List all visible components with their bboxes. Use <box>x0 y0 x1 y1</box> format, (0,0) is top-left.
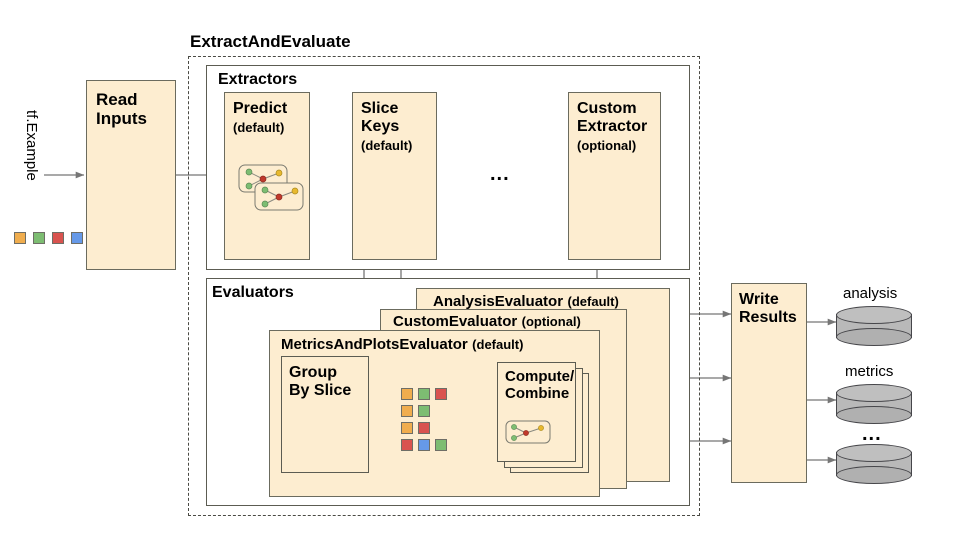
legend-swatches <box>14 232 84 248</box>
slice-swatch <box>435 439 447 451</box>
group-label-extract-and-evaluate: ExtractAndEvaluate <box>190 32 351 51</box>
db-metrics <box>836 384 912 424</box>
extractor-ellipsis: ... <box>490 163 510 185</box>
node-write-results[interactable]: Write Results <box>731 283 807 483</box>
compute-graph-icon <box>505 420 551 444</box>
group-extract-and-evaluate <box>188 56 700 516</box>
node-compute-combine[interactable]: Compute/ Combine <box>497 362 576 462</box>
node-slice-keys[interactable]: Slice Keys (default) <box>352 92 437 260</box>
metrics-evaluator-title: MetricsAndPlotsEvaluator <box>281 336 468 353</box>
slice-swatch <box>401 422 413 434</box>
group-by-slice-line2: By Slice <box>289 381 352 399</box>
db-analysis <box>836 306 912 346</box>
analysis-evaluator-title: AnalysisEvaluator <box>433 293 564 310</box>
slice-keys-line2: Keys <box>361 117 400 135</box>
custom-evaluator-title: CustomEvaluator <box>393 313 518 330</box>
slice-swatch <box>418 439 430 451</box>
output-label-analysis: analysis <box>843 285 898 302</box>
predict-title: Predict <box>233 100 288 117</box>
custom-extractor-line2: Extractor <box>577 117 648 135</box>
legend-swatch-orange <box>14 232 26 244</box>
group-label-evaluators: Evaluators <box>212 284 294 301</box>
node-metrics-and-plots-evaluator[interactable]: MetricsAndPlotsEvaluator (default) Group… <box>269 330 600 497</box>
slice-keys-line1: Slice <box>361 100 399 117</box>
input-label: tf.Example <box>23 110 40 181</box>
group-by-slice-line1: Group <box>289 364 337 381</box>
legend-swatch-blue <box>71 232 83 244</box>
slice-swatch <box>435 388 447 400</box>
custom-extractor-qualifier: (optional) <box>577 138 637 153</box>
slice-keys-qualifier: (default) <box>361 138 413 153</box>
slice-swatch <box>401 388 413 400</box>
compute-combine-line2: Combine <box>505 384 570 402</box>
read-inputs-line1: Read <box>96 90 138 109</box>
slice-swatch <box>418 405 430 417</box>
output-label-metrics: metrics <box>845 363 894 380</box>
write-results-line2: Results <box>739 308 797 326</box>
node-group-by-slice[interactable]: Group By Slice <box>281 356 369 473</box>
legend-swatch-red <box>52 232 64 244</box>
legend-swatch-green <box>33 232 45 244</box>
compute-combine-line1: Compute/ <box>505 368 575 385</box>
slice-swatch-grid <box>401 388 467 454</box>
slice-swatch <box>401 439 413 451</box>
group-label-extractors: Extractors <box>218 71 298 88</box>
node-custom-extractor[interactable]: Custom Extractor (optional) <box>568 92 661 260</box>
model-graph-icon <box>238 164 304 211</box>
analysis-evaluator-qualifier: (default) <box>567 294 619 309</box>
custom-evaluator-qualifier: (optional) <box>521 314 581 329</box>
node-read-inputs[interactable]: Read Inputs <box>86 80 176 270</box>
db-other <box>836 444 912 484</box>
custom-extractor-line1: Custom <box>577 100 637 117</box>
node-predict[interactable]: Predict (default) <box>224 92 310 260</box>
metrics-evaluator-qualifier: (default) <box>472 337 524 352</box>
slice-swatch <box>401 405 413 417</box>
read-inputs-line2: Inputs <box>96 109 147 129</box>
slice-swatch <box>418 422 430 434</box>
write-results-line1: Write <box>739 291 779 308</box>
slice-swatch <box>418 388 430 400</box>
output-ellipsis: ... <box>862 423 882 445</box>
predict-qualifier: (default) <box>233 120 285 135</box>
